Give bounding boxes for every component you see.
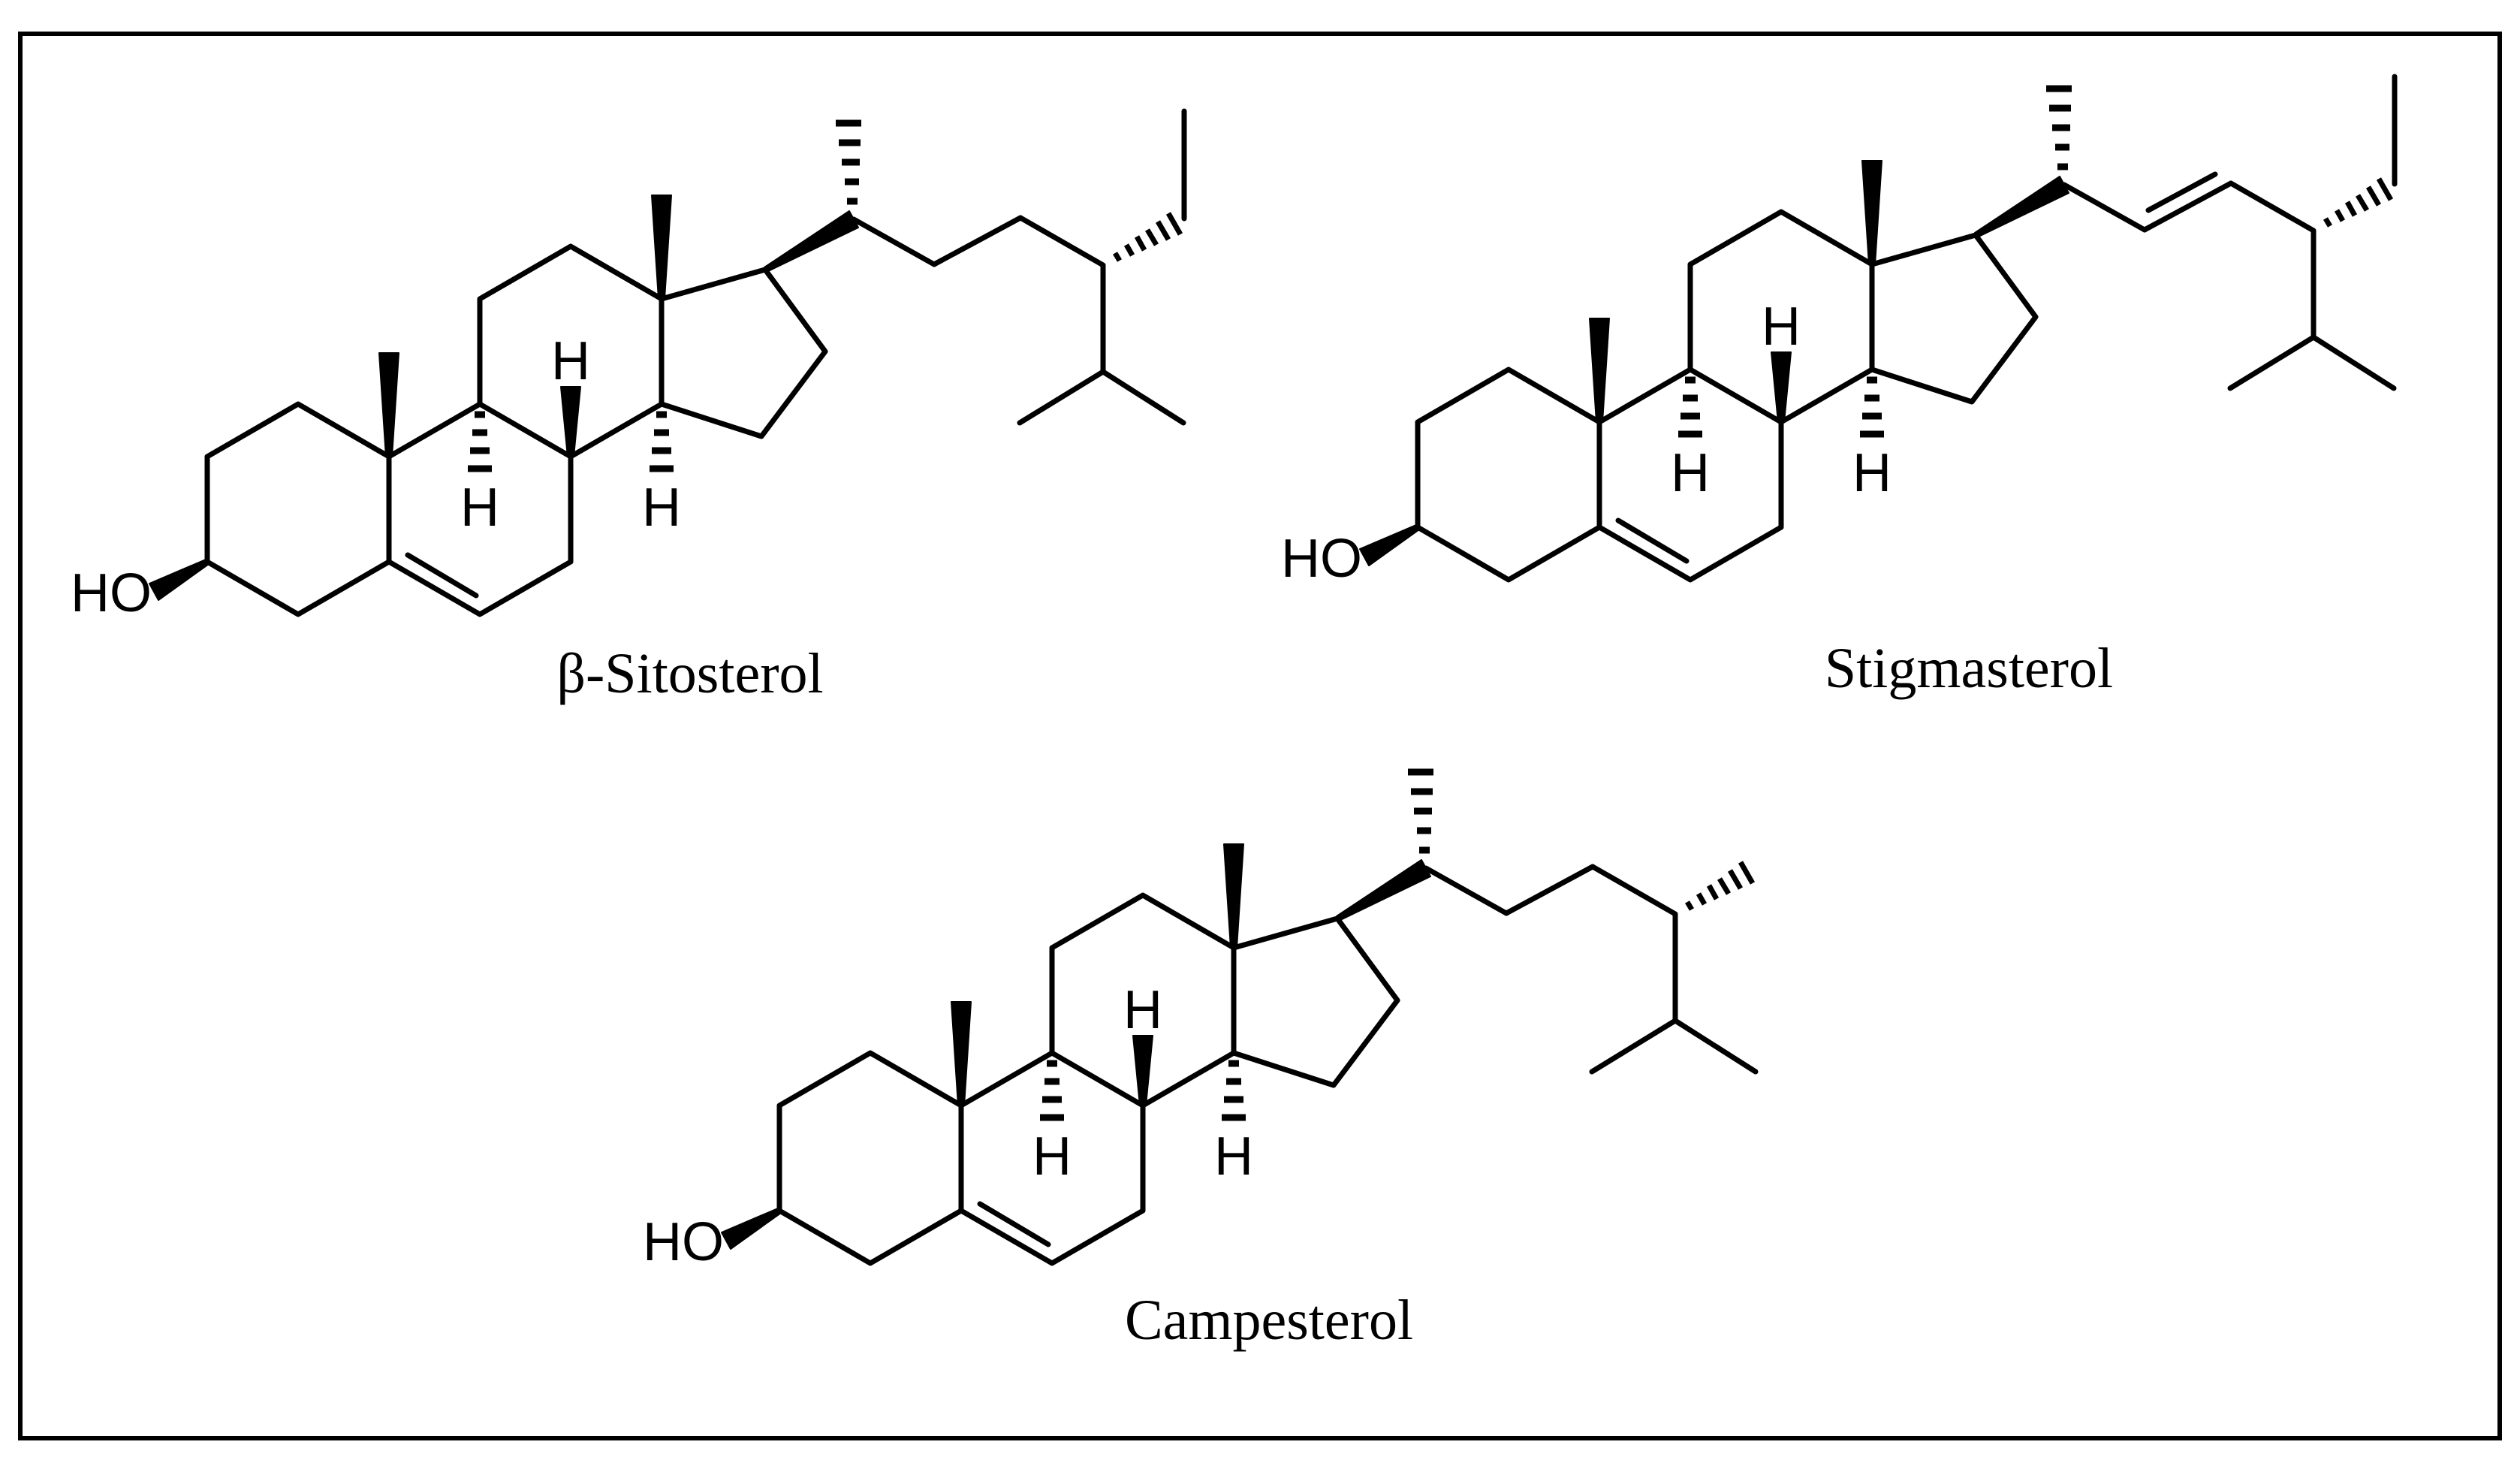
bond-c22-c23 (931, 215, 1023, 267)
stereo-h-label-c8: H (1123, 980, 1162, 1040)
hydroxyl-label: HO (71, 563, 152, 623)
stereo-h-label-c8: H (551, 331, 590, 391)
stereo-h-label-c9: H (460, 478, 499, 538)
stereo-h-label-c14: H (1214, 1127, 1253, 1187)
compound-name-beta-sitosterol: β-Sitosterol (556, 642, 823, 705)
steroid-core (722, 772, 1756, 1263)
stereo-h-label-c14: H (1852, 443, 1892, 503)
bond-c22-c23 (1503, 864, 1596, 916)
stereo-h-label-c8: H (1762, 297, 1801, 357)
figure-border (18, 32, 2502, 1440)
bond-c22-c23-double-inner-line (2145, 171, 2218, 213)
compound-name-campesterol: Campesterol (1125, 1289, 1413, 1352)
molecule-beta-sitosterol: HO H H H (71, 108, 1187, 623)
stereo-h-label-c9: H (1032, 1127, 1072, 1187)
hydroxyl-label: HO (643, 1212, 724, 1272)
molecule-stigmasterol: HO H H H (1281, 74, 2398, 589)
compound-name-stigmasterol: Stigmasterol (1825, 637, 2113, 700)
hydroxyl-label: HO (1281, 529, 1362, 589)
steroid-core (149, 123, 1183, 614)
bond-c22-c23 (2142, 180, 2234, 233)
stereo-h-label-c14: H (642, 478, 681, 538)
stereo-h-label-c9: H (1671, 443, 1710, 503)
steroid-core (1360, 89, 2394, 580)
molecule-campesterol: HO H H H (643, 772, 1756, 1272)
